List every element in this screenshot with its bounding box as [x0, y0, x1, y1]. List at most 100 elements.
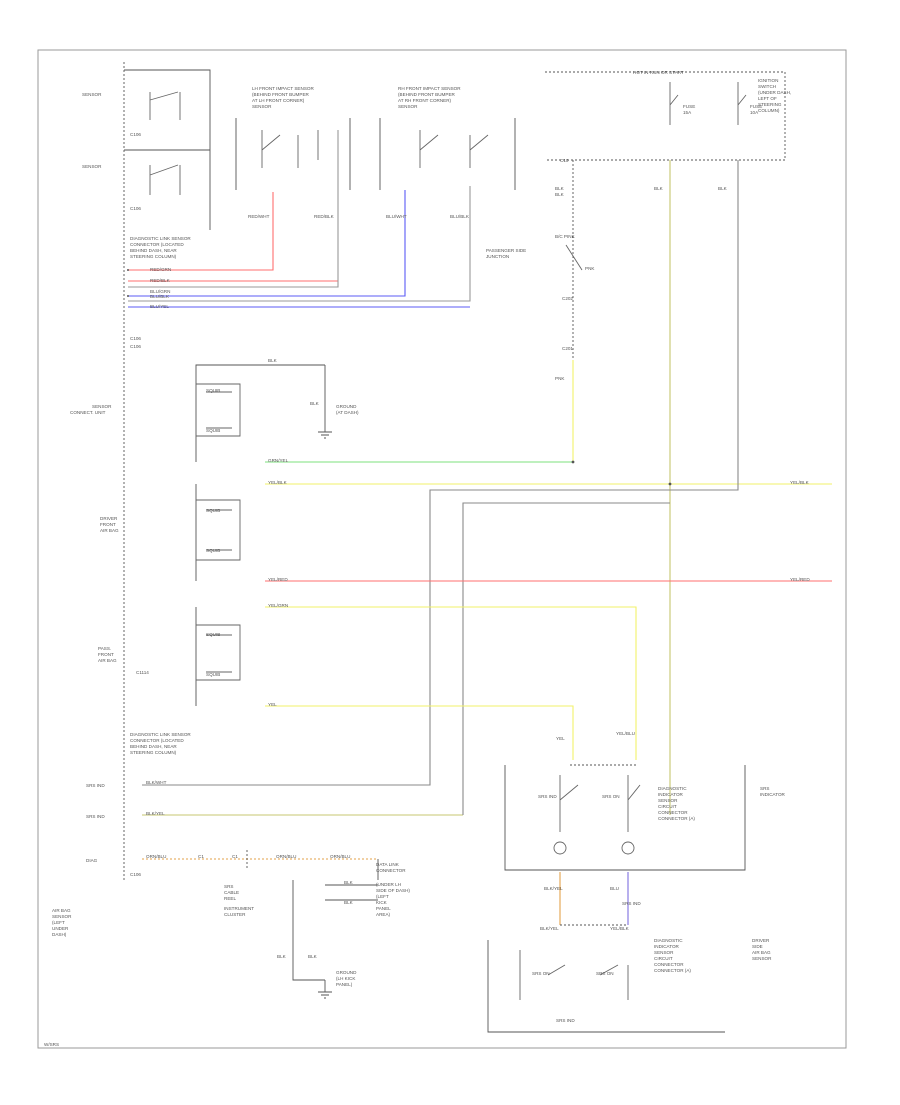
diagram-label-l69: PASS.	[98, 646, 111, 651]
diagram-label-l18: IGNITION	[758, 78, 778, 83]
diagram-label-l85: SRS IND	[86, 814, 105, 819]
diagram-label-l147: W/SRS	[44, 1042, 59, 1047]
diagram-label-l30: BLU/WHT	[386, 214, 407, 219]
diagram-label-l33: JUNCTION	[486, 254, 509, 259]
lower-connector	[487, 940, 725, 1033]
wire-yellow-bottom	[265, 705, 574, 760]
diagram-label-l76: YEL	[268, 702, 277, 707]
diagram-label-l107: PANEL	[376, 906, 391, 911]
diagram-label-l87: DIAG	[86, 858, 98, 863]
diagram-label-l119: SRS IND	[538, 794, 557, 799]
diagram-label-l04: C106	[130, 206, 141, 211]
diagram-label-l26: BLK	[718, 186, 728, 191]
fuse-block	[545, 71, 786, 161]
diagram-label-l32: PASSENGER SIDE	[486, 248, 526, 253]
diagram-label-l140: CONNECTOR	[654, 962, 684, 967]
diagram-label-l20: (UNDER DASH,	[758, 90, 791, 95]
diagram-label-l108: AREA)	[376, 912, 391, 917]
diagram-label-l14: FUSE	[683, 104, 695, 109]
diagram-label-l70: FRONT	[98, 652, 114, 657]
diagram-label-l143: SIDE	[752, 944, 763, 949]
diagram-label-l121: DIAGNOSTIC	[658, 786, 687, 791]
diagram-label-l113: PANEL)	[336, 982, 353, 987]
diagram-label-l79: DIAGNOSTIC LINK SENSOR	[130, 732, 191, 737]
diagram-label-l128: INDICATOR	[760, 792, 786, 797]
diagram-label-l38: PNK	[555, 376, 565, 381]
driver-squib-box	[195, 364, 326, 462]
diagram-label-l46: BLU/GRN	[150, 289, 170, 294]
diagram-label-l53: GROUND	[336, 404, 357, 409]
diagram-label-l50: C106	[130, 344, 141, 349]
diagram-label-l05: LH FRONT IMPACT SENSOR	[252, 86, 314, 91]
diagram-label-l27: BLK	[555, 192, 565, 197]
page-frame	[37, 49, 847, 1049]
wire-gray-cross-1	[142, 160, 739, 786]
diagram-label-l92: ORN/BLU	[330, 854, 350, 859]
diagram-label-l126: CONNECTOR (A)	[658, 816, 695, 821]
diagram-label-l101: (UNDER LH	[376, 882, 401, 887]
diagram-label-l13: HOT IN RUN OR START	[633, 70, 684, 75]
diagram-label-l01: SENSOR	[82, 92, 102, 97]
diagram-label-l35: PNK	[585, 266, 595, 271]
diagram-label-l09: RH FRONT IMPACT SENSOR	[398, 86, 461, 91]
diagram-label-l06: (BEHIND FRONT BUMPER	[252, 92, 310, 97]
diagram-label-l36: C202	[562, 296, 573, 301]
diagram-label-l115: SENSOR	[52, 914, 72, 919]
srs-unit	[504, 765, 746, 871]
diagram-label-l57: SQUIB	[206, 388, 220, 393]
diagram-label-l91: ORN/BLU	[276, 854, 296, 859]
diagram-label-l03: C106	[130, 132, 141, 137]
diagram-label-l137: INDICATOR	[654, 944, 680, 949]
diagram-label-l21: LEFT OF	[758, 96, 777, 101]
diagram-label-l93: SRS	[224, 884, 233, 889]
diagram-label-l141: CONNECTOR (A)	[654, 968, 691, 973]
diagram-label-l65: SQUIB	[206, 548, 220, 553]
diagram-label-l102: BLK	[344, 900, 354, 905]
diagram-label-l114: AIR BAG	[52, 908, 71, 913]
diagram-label-l145: SENSOR	[752, 956, 772, 961]
diagram-label-l61: FRONT	[100, 522, 116, 527]
diagram-label-l34: B/C PINK	[555, 234, 576, 239]
diagram-label-l142: DRIVER	[752, 938, 770, 943]
diagram-label-l134: SRS ON	[532, 971, 550, 976]
diagram-label-l124: CIRCUIT	[658, 804, 677, 809]
diagram-label-l55: SENSOR	[92, 404, 112, 409]
rh-impact-sensor	[379, 118, 516, 190]
diagram-label-l123: SENSOR	[658, 798, 678, 803]
diagram-label-l100: BLK	[344, 880, 354, 885]
diagram-label-l105: (LEFT	[376, 894, 389, 899]
diagram-label-l63: YEL/BLK	[268, 480, 288, 485]
diagram-label-l144: AIR BAG	[752, 950, 771, 955]
diagram-label-l138: SENSOR	[654, 950, 674, 955]
diagram-label-l110: BLK	[308, 954, 318, 959]
diagram-label-l37: C201	[562, 346, 573, 351]
diagram-label-l56: CONNECT. UNIT	[70, 410, 106, 415]
diagram-label-l64: SQUIB	[206, 508, 220, 513]
diagram-label-l40: DIAGNOSTIC LINK SENSOR	[130, 236, 191, 241]
diagram-label-l75: C1114	[136, 670, 149, 675]
diagram-label-l98: DATA LINK	[376, 862, 400, 867]
diagram-label-l136: DIAGNOSTIC	[654, 938, 683, 943]
diagram-label-l80: CONNECTOR (LOCATED	[130, 738, 184, 743]
diagram-label-l15: 15A	[683, 110, 692, 115]
diagram-label-l08: SENSOR	[252, 104, 272, 109]
diagram-label-l86: BLK/YEL	[146, 811, 165, 816]
diagram-label-l17: 10A	[750, 110, 759, 115]
wire-blue-1	[128, 190, 406, 297]
diagram-label-l25: BLK	[654, 186, 664, 191]
wire-gray-1	[128, 130, 339, 288]
diagram-label-l39: C10	[560, 158, 569, 163]
diagram-label-l12: SENSOR	[398, 104, 418, 109]
diagram-label-l45: RED/BLK	[150, 278, 171, 283]
diagram-label-l112: (LH KICK	[336, 976, 356, 981]
diagram-label-l146: SRS IND	[556, 1018, 575, 1023]
diagram-label-l127: SRS	[760, 786, 769, 791]
diagram-label-l60: DRIVER	[100, 516, 118, 521]
diagram-label-l97: CLUSTER	[224, 912, 246, 917]
diagram-label-l24: BLK	[555, 186, 565, 191]
diagram-label-l22: STEERING	[758, 102, 782, 107]
diagram-label-l51: BLK	[268, 358, 278, 363]
diagram-label-l88: ORN/BLU	[146, 854, 166, 859]
diagram-label-l67: YEL/BLK	[790, 480, 810, 485]
